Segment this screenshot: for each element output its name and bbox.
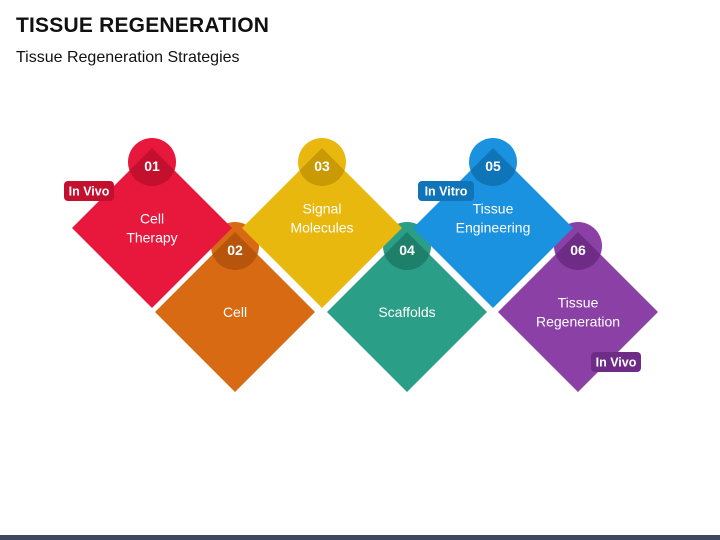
tag-1: In Vivo bbox=[64, 181, 114, 201]
tag-2-background bbox=[418, 181, 474, 201]
tag-3-background bbox=[591, 352, 641, 372]
page-title: TISSUE REGENERATION bbox=[16, 14, 270, 37]
tag-1-label: In Vivo bbox=[69, 185, 110, 199]
tag-2: In Vitro bbox=[418, 181, 474, 201]
piece-02-number: 02 bbox=[227, 242, 243, 258]
tag-3: In Vivo bbox=[591, 352, 641, 372]
piece-03-label: Signal bbox=[303, 201, 342, 217]
piece-05-label: Tissue bbox=[473, 201, 514, 217]
piece-06-number: 06 bbox=[570, 242, 586, 258]
piece-03-number: 03 bbox=[314, 158, 330, 174]
piece-04-shape bbox=[327, 232, 487, 392]
piece-03-shape bbox=[242, 148, 402, 308]
piece-06-label: Regeneration bbox=[536, 314, 620, 330]
tag-2-label: In Vitro bbox=[425, 185, 468, 199]
piece-02-shape bbox=[155, 232, 315, 392]
piece-01-label: Therapy bbox=[126, 230, 177, 246]
piece-03-label: Molecules bbox=[290, 220, 353, 236]
page-subtitle: Tissue Regeneration Strategies bbox=[16, 49, 240, 66]
tag-1-background bbox=[64, 181, 114, 201]
piece-01-label: Cell bbox=[140, 211, 164, 227]
piece-02-label: Cell bbox=[223, 304, 247, 320]
piece-06-label: Tissue bbox=[558, 295, 599, 311]
piece-05-number: 05 bbox=[485, 158, 501, 174]
piece-04-label: Scaffolds bbox=[378, 304, 435, 320]
tag-3-label: In Vivo bbox=[596, 356, 637, 370]
bottom-bar bbox=[0, 535, 720, 540]
piece-05-label: Engineering bbox=[456, 220, 531, 236]
piece-04-number: 04 bbox=[399, 242, 415, 258]
piece-01-number: 01 bbox=[144, 158, 160, 174]
